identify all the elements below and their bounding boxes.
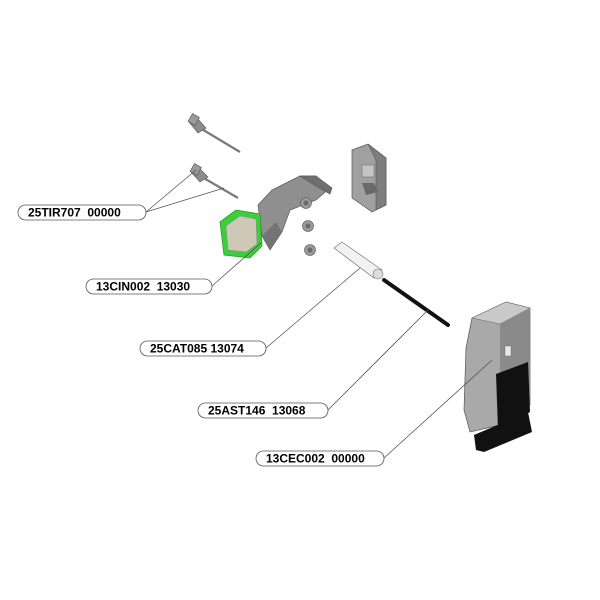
sleeve-bushing [333,241,384,280]
latch-housing [463,301,532,452]
part-code-text: 25CAT085 13074 [150,342,244,356]
part-code-text: 25AST146 13068 [208,404,306,418]
part-code-text: 13CIN002 13030 [96,280,190,294]
leader-lines [145,169,493,459]
part-code-text: 13CEC002 00000 [266,452,365,466]
part-code-text: 25TIR707 00000 [28,206,121,220]
threaded-pin-lower [189,163,239,199]
part-label-25AST146: 25AST146 13068 [197,402,329,419]
threaded-pin-upper [187,113,241,153]
hinge-mechanism [219,175,333,259]
part-label-13CEC002: 13CEC002 00000 [255,450,385,467]
part-label-25CAT085: 25CAT085 13074 [139,340,267,357]
part-label-13CIN002: 13CIN002 13030 [85,278,213,295]
black-rod [382,278,450,327]
part-label-25TIR707: 25TIR707 00000 [17,204,147,221]
rear-mount-bracket [351,143,387,213]
